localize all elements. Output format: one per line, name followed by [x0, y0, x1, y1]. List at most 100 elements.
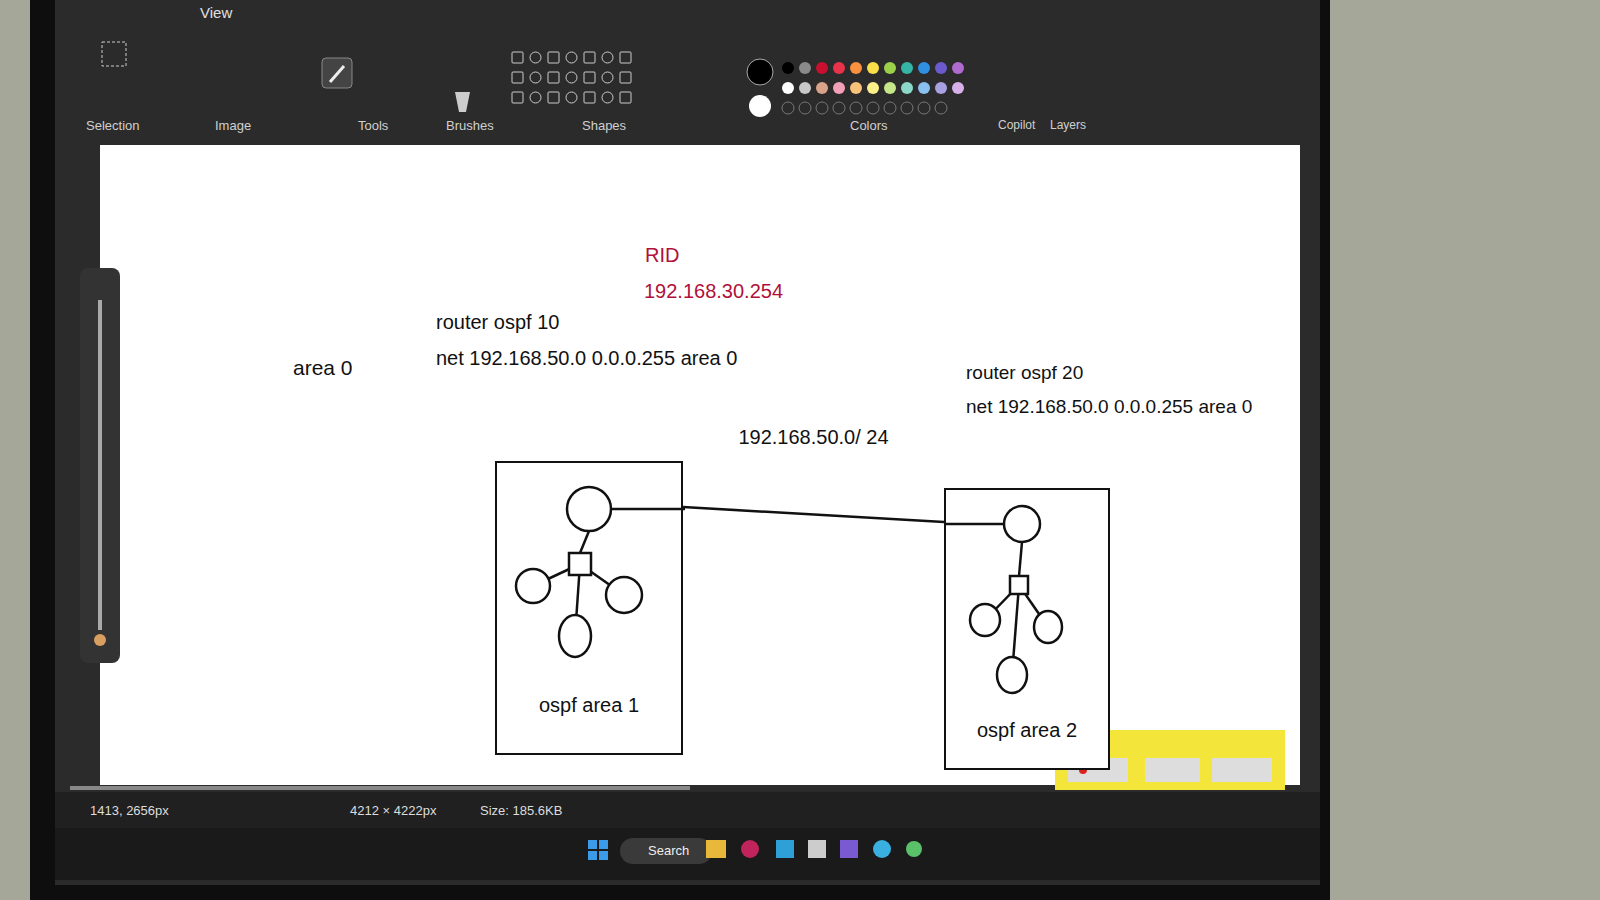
shape-icon	[548, 52, 559, 63]
palette-swatch	[850, 62, 862, 74]
group-label: Shapes	[582, 118, 626, 134]
taskbar	[55, 828, 1320, 880]
router-topology	[516, 487, 685, 657]
slider-thumb	[94, 634, 106, 646]
palette-swatch	[782, 82, 794, 94]
windows-logo	[588, 840, 597, 849]
config-line: net 192.168.50.0 0.0.0.255 area 0	[966, 396, 1252, 419]
network-link	[683, 507, 944, 522]
shape-icon	[566, 92, 577, 103]
windows-logo	[599, 840, 608, 849]
palette-swatch	[901, 82, 913, 94]
palette-swatch	[867, 62, 879, 74]
palette-swatch	[782, 62, 794, 74]
palette-swatch	[816, 82, 828, 94]
palette-slot	[799, 102, 811, 114]
palette-swatch	[867, 82, 879, 94]
group-label: Layers	[1050, 118, 1086, 132]
shape-icon	[566, 52, 577, 63]
shape-icon	[584, 92, 595, 103]
palette-slot	[884, 102, 896, 114]
palette-slot	[833, 102, 845, 114]
taskbar-icon	[808, 840, 826, 858]
palette-slot	[850, 102, 862, 114]
shape-icon	[512, 52, 523, 63]
group-label: Brushes	[446, 118, 494, 134]
shape-gallery	[512, 52, 631, 103]
palette-swatch	[884, 62, 896, 74]
active-color	[747, 59, 773, 85]
shape-icon	[584, 52, 595, 63]
selection-icon	[102, 42, 126, 66]
group-label: Image	[215, 118, 251, 134]
taskbar-icon	[776, 840, 794, 858]
host-circle	[516, 569, 550, 603]
taskbar-icon	[873, 840, 891, 858]
ospf-area-box: ospf area 2	[944, 488, 1110, 770]
group-label: Copilot	[998, 118, 1035, 132]
taskbar-icon	[706, 840, 726, 858]
status-text: 1413, 2656px	[90, 803, 169, 819]
link-line	[580, 531, 589, 553]
palette-swatch	[952, 82, 964, 94]
scrollbar	[70, 786, 690, 790]
shape-icon	[530, 52, 541, 63]
shape-icon	[530, 92, 541, 103]
area-name: ospf area 1	[539, 694, 639, 717]
group-label: Tools	[358, 118, 388, 134]
shape-icon	[584, 72, 595, 83]
menu-item: View	[200, 4, 232, 22]
search-label: Search	[648, 843, 689, 859]
brush-icon	[455, 92, 470, 112]
monitor-bezel	[30, 0, 1330, 900]
group-label: Colors	[850, 118, 888, 134]
status-text: Size: 185.6KB	[480, 803, 562, 819]
router-circle	[567, 487, 611, 531]
taskbar-icon	[906, 841, 922, 857]
shape-icon	[620, 92, 631, 103]
link-line	[1019, 542, 1022, 576]
area-name: ospf area 2	[977, 719, 1077, 742]
paint-canvas	[100, 145, 1300, 785]
shape-icon	[620, 52, 631, 63]
router-topology	[946, 506, 1062, 693]
shape-icon	[548, 92, 559, 103]
shape-icon	[566, 72, 577, 83]
pencil-icon	[330, 66, 344, 82]
palette-swatch	[850, 82, 862, 94]
palette-swatch	[884, 82, 896, 94]
pencil-tool	[322, 58, 352, 88]
palette-swatch	[918, 82, 930, 94]
color-palette	[747, 59, 964, 117]
palette-swatch	[799, 82, 811, 94]
rid-heading: RID	[645, 243, 679, 267]
router-id: 192.168.30.254	[644, 279, 783, 303]
group-label: Selection	[86, 118, 139, 134]
recorder-button	[1145, 758, 1200, 782]
config-line: router ospf 10	[436, 310, 559, 334]
shape-icon	[512, 72, 523, 83]
shape-icon	[530, 72, 541, 83]
palette-swatch	[833, 82, 845, 94]
subnet-label: 192.168.50.0/ 24	[735, 425, 891, 449]
shape-icon	[512, 92, 523, 103]
palette-swatch	[935, 62, 947, 74]
search-pill	[620, 838, 712, 864]
zoom-slider	[80, 268, 120, 663]
host-circle	[1034, 611, 1062, 643]
windows-logo	[588, 851, 597, 860]
taskbar-icon	[840, 840, 858, 858]
shape-icon	[602, 72, 613, 83]
app-toolbar	[55, 0, 1320, 885]
palette-swatch	[918, 62, 930, 74]
shape-icon	[602, 92, 613, 103]
windows-logo	[599, 851, 608, 860]
shape-icon	[602, 52, 613, 63]
switch-square	[569, 553, 591, 575]
palette-swatch	[935, 82, 947, 94]
palette-swatch	[901, 62, 913, 74]
